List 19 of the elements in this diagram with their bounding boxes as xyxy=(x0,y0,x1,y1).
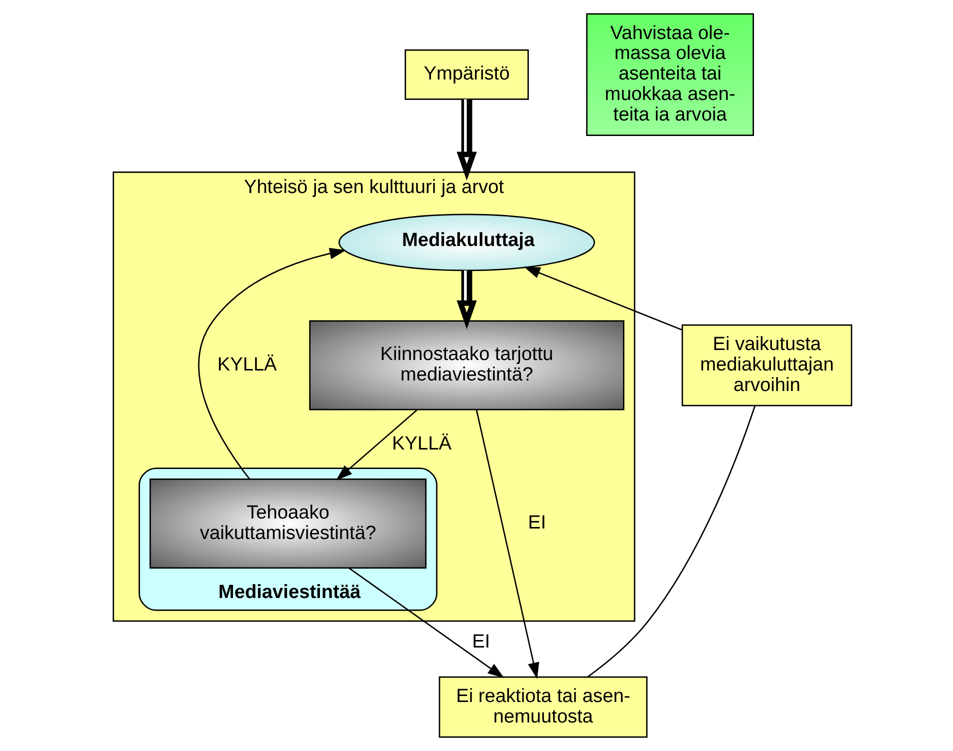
node-box: Ei vaikutusta mediakuluttajan arvoihin xyxy=(681,324,852,406)
arrow xyxy=(348,568,504,678)
node-box: Ei reaktiota tai asen- nemuutosta xyxy=(438,676,648,738)
arrow xyxy=(523,266,682,331)
arrow xyxy=(456,270,476,330)
arrow xyxy=(336,409,417,480)
edge-label: KYLLÄ xyxy=(216,354,276,376)
node-box: Ympäristö xyxy=(404,49,528,100)
edge-label: EI xyxy=(528,512,546,534)
edge-label: KYLLÄ xyxy=(392,433,451,454)
node-ellipse: Mediakuluttaja xyxy=(338,214,595,272)
arrow xyxy=(456,99,476,180)
connector xyxy=(586,406,756,678)
arrow xyxy=(475,410,539,680)
node-box: Tehoaako vaikuttamisviestintä? xyxy=(149,478,426,569)
node-box: Vahvistaa ole- massa olevia asenteita tai muokkaa asen- teita ia arvoia xyxy=(586,13,754,136)
node-box: Kiinnostaako tarjottu mediaviestintä? xyxy=(308,320,624,410)
arrow xyxy=(198,248,346,480)
edge-label: EI xyxy=(472,631,490,652)
